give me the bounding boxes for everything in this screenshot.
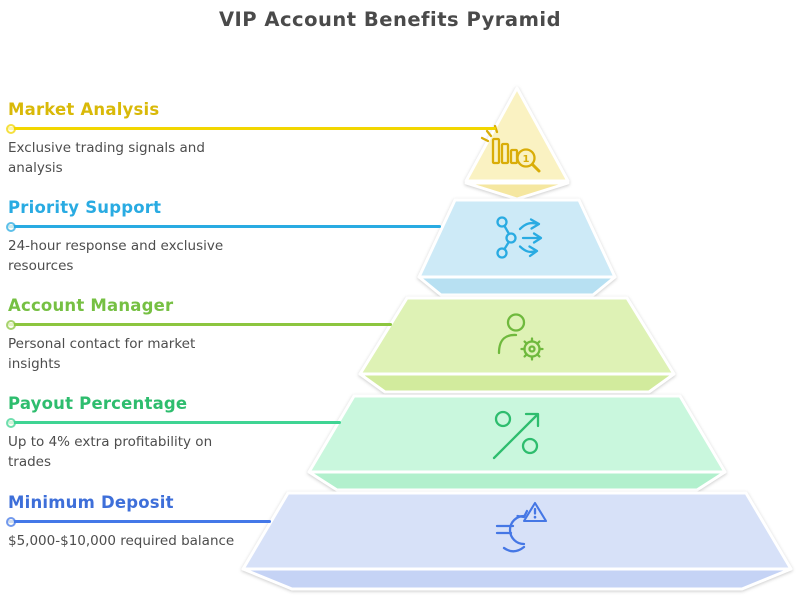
level-description: $5,000-$10,000 required balance <box>8 533 235 549</box>
pyramid-tier-3 <box>358 296 676 394</box>
euro-warning-icon <box>495 501 548 553</box>
leader-dot <box>6 221 16 232</box>
pyramid-tier-5 <box>241 491 793 591</box>
leader-dot <box>6 516 16 527</box>
leader-line <box>6 417 341 428</box>
tier-1-bevel <box>464 181 570 201</box>
page-title: VIP Account Benefits Pyramid <box>218 8 562 31</box>
leader-line <box>6 319 392 330</box>
pyramid-tier-4 <box>307 394 727 492</box>
level-description: Up to 4% extra profitability on trades <box>8 434 213 470</box>
pyramid-tier-1 <box>464 86 570 201</box>
percent-growth-icon <box>492 410 540 460</box>
level-description: 24-hour response and exclusive resources <box>8 238 224 274</box>
tier-3-bevel <box>358 372 676 394</box>
tier-2-face <box>417 198 617 279</box>
leader-line <box>6 516 271 527</box>
level-name: Minimum Deposit <box>8 493 174 512</box>
level-name: Market Analysis <box>8 100 160 119</box>
level-label-market-analysis: Market Analysis Exclusive trading signal… <box>6 100 496 178</box>
tier-1-face <box>464 86 570 183</box>
leader-dot <box>6 123 16 134</box>
level-name: Priority Support <box>8 198 162 217</box>
tier-4-bevel <box>307 470 727 492</box>
level-label-minimum-deposit: Minimum Deposit $5,000-$10,000 required … <box>6 493 271 552</box>
level-label-payout-percentage: Payout Percentage Up to 4% extra profita… <box>6 394 341 472</box>
magnifier-badge: 1 <box>523 154 530 165</box>
leader-line <box>6 123 496 134</box>
tier-5-face <box>241 491 793 571</box>
level-name: Payout Percentage <box>8 394 188 413</box>
tier-3-face <box>358 296 676 376</box>
level-description: Personal contact for market insights <box>8 336 196 372</box>
tier-5-bevel <box>241 567 793 591</box>
pyramid-tier-2 <box>417 198 617 297</box>
level-name: Account Manager <box>8 296 174 315</box>
person-gear-icon <box>497 313 544 361</box>
level-label-account-manager: Account Manager Personal contact for mar… <box>6 296 392 374</box>
share-network-icon <box>496 216 543 259</box>
leader-line <box>6 221 441 232</box>
bar-chart-magnifier-icon: 1 <box>480 124 541 173</box>
leader-dot <box>6 417 16 428</box>
leader-dot <box>6 319 16 330</box>
level-description: Exclusive trading signals and analysis <box>8 140 205 176</box>
level-label-priority-support: Priority Support 24-hour response and ex… <box>6 198 441 276</box>
tier-2-bevel <box>417 275 617 297</box>
